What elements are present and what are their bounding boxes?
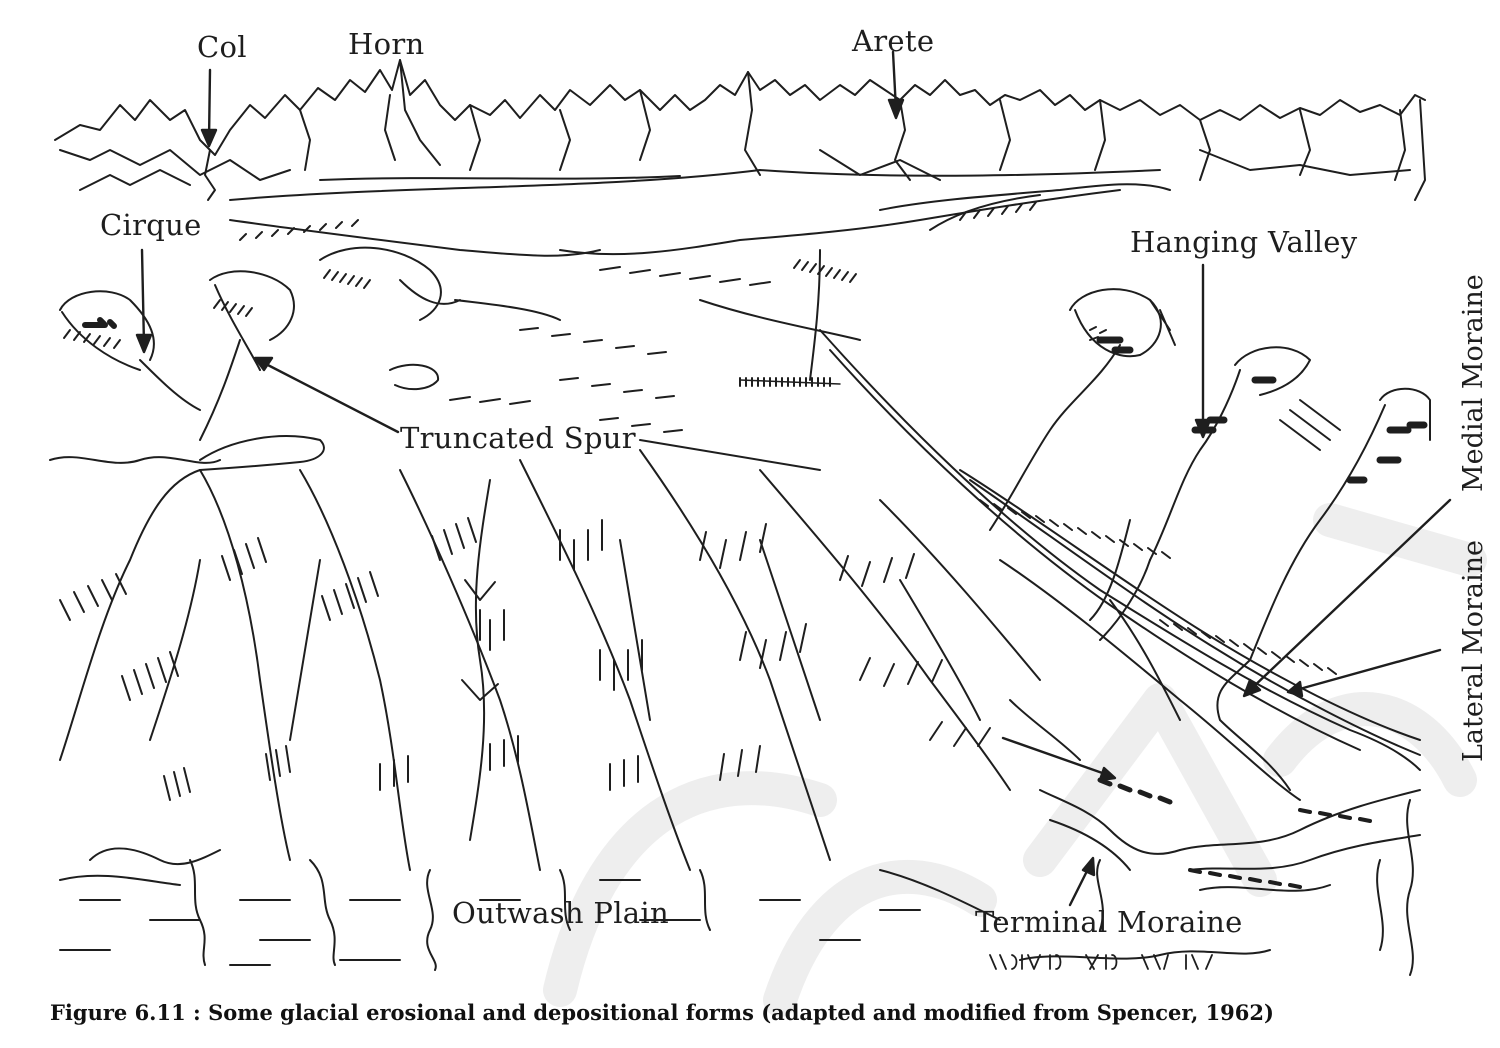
hanging-valley-label: Hanging Valley [1130, 225, 1358, 259]
col-arrow [200, 68, 218, 148]
pointer-arrows [135, 50, 1452, 907]
cirque-arrow [135, 248, 153, 354]
scribble-marks [989, 954, 1213, 970]
hanging-valleys-right [989, 288, 1431, 791]
truncated-spur-label: Truncated Spur [400, 421, 636, 455]
lateral-moraine-label: Lateral Moraine [1458, 540, 1489, 762]
medial-moraine-arrow [1242, 498, 1452, 698]
left-cirques-spurs [49, 219, 601, 471]
cirque-label: Cirque [100, 208, 202, 242]
medial-moraine-label: Medial Moraine [1458, 274, 1489, 492]
lateral-moraine-arrow [1286, 648, 1442, 698]
terminal-moraine [1019, 777, 1421, 976]
moraine-bands [819, 329, 1421, 801]
col-label: Col [197, 30, 247, 64]
truncated-spur-arrow [253, 356, 400, 434]
horn-label: Horn [348, 27, 425, 61]
arete-label: Arete [852, 24, 935, 58]
terminal-moraine-label: Terminal Moraine [975, 905, 1243, 939]
valley-slopes [59, 449, 1081, 871]
watermark [543, 503, 1487, 1017]
figure-caption: Figure 6.11 : Some glacial erosional and… [50, 1000, 1274, 1025]
mountain-skyline [54, 59, 1426, 201]
arete-arrow [887, 50, 905, 120]
central-valley [449, 183, 1171, 471]
outwash-plain-label: Outwash Plain [452, 896, 669, 930]
terminal-moraine-arrow-b [1068, 856, 1096, 907]
hanging-valley-arrow [1194, 263, 1212, 439]
outwash-plain [59, 847, 1001, 971]
terminal-moraine-arrow-a [1001, 736, 1117, 782]
